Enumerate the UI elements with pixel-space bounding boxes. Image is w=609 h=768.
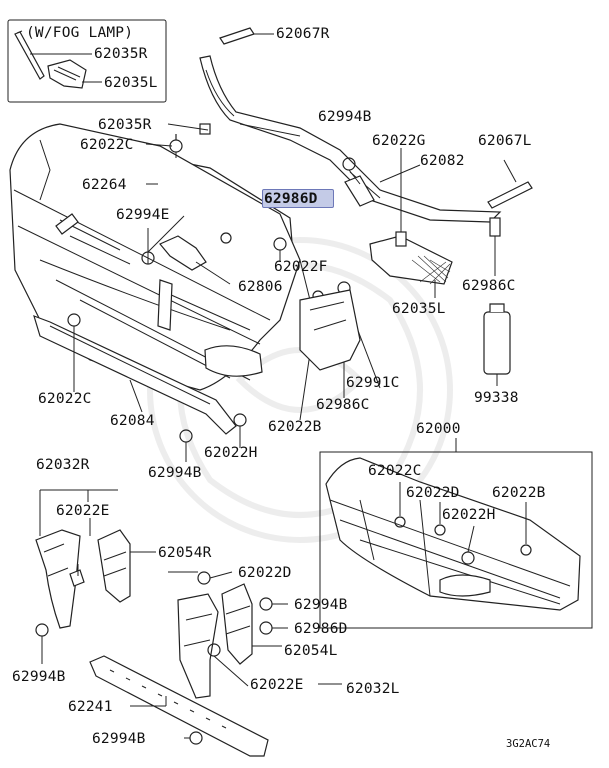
part-label-62022E-lower[interactable]: 62022E [250,677,304,693]
part-label-62994B[interactable]: 62994B [318,109,372,125]
part-label-62264[interactable]: 62264 [82,177,127,193]
part-label-62022B[interactable]: 62022B [268,419,322,435]
part-label-62994B-right[interactable]: 62994B [294,597,348,613]
part-label-62994B-bottom[interactable]: 62994B [92,731,146,747]
part-label-62994B-left[interactable]: 62994B [12,669,66,685]
part-label-62035L-fog[interactable]: 62035L [104,75,158,91]
part-label-62986D-highlighted[interactable]: 62986D [264,191,318,207]
inset-part-label-62022B[interactable]: 62022B [492,485,546,501]
part-label-62067R[interactable]: 62067R [276,26,330,42]
part-label-62986C-right[interactable]: 62986C [462,278,516,294]
part-label-62022C[interactable]: 62022C [80,137,134,153]
part-label-62022D[interactable]: 62022D [238,565,292,581]
part-label-62022F[interactable]: 62022F [274,259,328,275]
part-label-62986C-lower[interactable]: 62986C [316,397,370,413]
fog-lamp-box-title: (W/FOG LAMP) [26,25,134,41]
part-label-62022E[interactable]: 62022E [56,503,110,519]
part-label-99338[interactable]: 99338 [474,390,519,406]
part-label-62986D[interactable]: 62986D [294,621,348,637]
part-label-62035L[interactable]: 62035L [392,301,446,317]
part-label-62054R[interactable]: 62054R [158,545,212,561]
part-label-62994B-mid[interactable]: 62994B [148,465,202,481]
part-label-62806[interactable]: 62806 [238,279,283,295]
part-label-62032L[interactable]: 62032L [346,681,400,697]
part-label-62035R-fog[interactable]: 62035R [94,46,148,62]
part-label-62991C[interactable]: 62991C [346,375,400,391]
part-label-62032R[interactable]: 62032R [36,457,90,473]
part-label-62084[interactable]: 62084 [110,413,155,429]
inset-part-label-62022C[interactable]: 62022C [368,463,422,479]
highlight-box-62986D [262,189,334,208]
part-label-62082[interactable]: 62082 [420,153,465,169]
part-label-62035R[interactable]: 62035R [98,117,152,133]
part-label-62022G[interactable]: 62022G [372,133,426,149]
part-label-62241[interactable]: 62241 [68,699,113,715]
inset-part-label-62022H[interactable]: 62022H [442,507,496,523]
part-label-62022C-lower[interactable]: 62022C [38,391,92,407]
fog-lamp-box [7,19,167,103]
part-label-62000[interactable]: 62000 [416,421,461,437]
drawing-code: 3G2AC74 [506,738,551,750]
part-label-62054L[interactable]: 62054L [284,643,338,659]
part-label-62022H[interactable]: 62022H [204,445,258,461]
part-label-62994E[interactable]: 62994E [116,207,170,223]
part-label-62067L[interactable]: 62067L [478,133,532,149]
inset-part-label-62022D[interactable]: 62022D [406,485,460,501]
